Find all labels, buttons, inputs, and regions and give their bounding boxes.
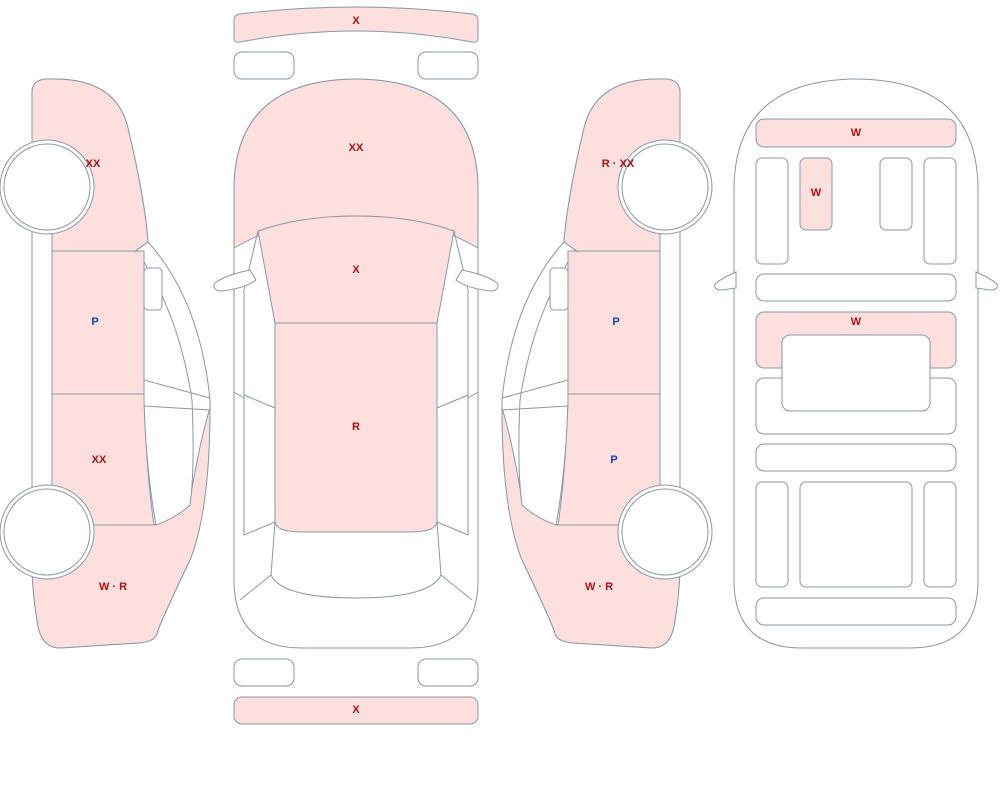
right-front-door[interactable] bbox=[567, 250, 661, 395]
top-left-mirror bbox=[213, 269, 257, 292]
interior-right-mirror bbox=[975, 271, 998, 291]
right-rear-door-label: P bbox=[610, 454, 617, 466]
left-side-view: XX P XX W · R bbox=[0, 78, 211, 649]
interior-cargo-floor bbox=[799, 481, 913, 588]
interior-steering-label: W bbox=[811, 187, 822, 199]
interior-rear-left-panel bbox=[755, 481, 789, 588]
left-rear-quarter[interactable] bbox=[31, 407, 211, 649]
interior-rear-right-panel bbox=[923, 481, 957, 588]
right-mirror bbox=[549, 267, 569, 311]
rear-left-light bbox=[233, 658, 295, 687]
interior-passenger-panel bbox=[879, 157, 913, 231]
interior-left-mirror bbox=[714, 271, 737, 291]
windshield-label: X bbox=[352, 264, 360, 276]
left-rear-door-label: XX bbox=[92, 454, 107, 466]
windshield[interactable] bbox=[257, 215, 455, 324]
right-rear-quarter[interactable] bbox=[501, 407, 681, 649]
interior-right-door-panel bbox=[923, 157, 957, 265]
right-rear-quarter-label: W · R bbox=[585, 581, 613, 593]
left-front-door-label: P bbox=[91, 316, 98, 328]
top-view: X XX X R X bbox=[213, 6, 499, 725]
interior-front-seats-label: W bbox=[851, 316, 862, 328]
front-left-light bbox=[233, 51, 295, 80]
hood-label: XX bbox=[349, 142, 364, 154]
right-front-fender-label: R · XX bbox=[602, 158, 635, 170]
left-front-door[interactable] bbox=[51, 250, 145, 395]
right-side-view: R · XX P P W · R bbox=[501, 78, 713, 649]
rear-window bbox=[270, 521, 442, 599]
interior-trunk-sill bbox=[755, 597, 957, 626]
interior-console bbox=[755, 273, 957, 302]
left-windows bbox=[143, 260, 194, 526]
interior-dashboard-label: W bbox=[851, 127, 862, 139]
left-mirror bbox=[143, 267, 163, 311]
front-bumper-label: X bbox=[352, 15, 360, 27]
left-rear-quarter-label: W · R bbox=[99, 581, 127, 593]
front-right-light bbox=[417, 51, 479, 80]
right-windows bbox=[518, 260, 569, 526]
interior-rear-bench bbox=[755, 443, 957, 472]
top-right-mirror bbox=[455, 269, 499, 292]
roof-label: R bbox=[352, 421, 360, 433]
rear-bumper-label: X bbox=[352, 704, 360, 716]
right-front-door-label: P bbox=[612, 316, 619, 328]
interior-left-door-panel bbox=[755, 157, 789, 265]
left-front-fender-label: XX bbox=[86, 158, 101, 170]
rear-bumper[interactable] bbox=[233, 696, 479, 725]
rear-right-light bbox=[417, 658, 479, 687]
interior-center-console-box bbox=[781, 334, 931, 412]
interior-dashboard[interactable] bbox=[755, 118, 957, 148]
front-bumper[interactable] bbox=[233, 6, 479, 43]
interior-view: W W W bbox=[714, 78, 998, 649]
interior-steering[interactable] bbox=[799, 157, 833, 231]
